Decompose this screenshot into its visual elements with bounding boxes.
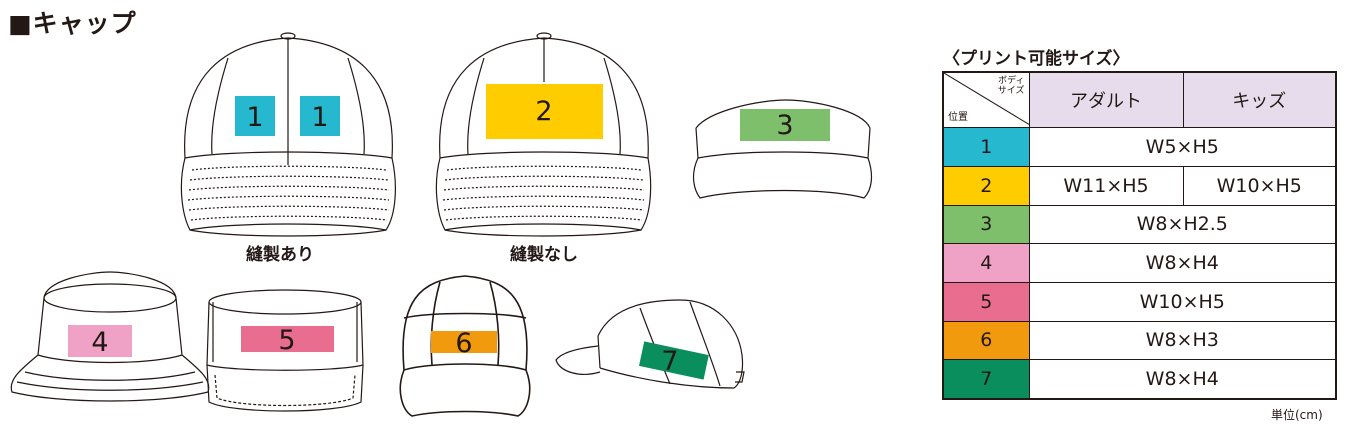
cap-unsewn-illustration — [435, 32, 652, 237]
position-cell: 5 — [942, 281, 1030, 322]
jet-cap-front-illustration — [399, 275, 531, 417]
size-cell-adult: W11×H5 — [1028, 166, 1184, 206]
position-cell: 4 — [942, 243, 1030, 283]
size-cell-kids: W10×H5 — [1182, 166, 1337, 206]
visor-illustration — [692, 99, 873, 199]
table-title: 〈プリント可能サイズ〉 — [943, 49, 1130, 69]
size-cell: W8×H4 — [1028, 243, 1337, 283]
corner-diagonal — [944, 73, 1030, 125]
caption-unsewn: 縫製なし — [510, 245, 578, 265]
position-cell: 2 — [942, 166, 1030, 206]
marker-3-label: 3 — [776, 110, 793, 141]
table-row: 1 W5×H5 — [942, 127, 1337, 168]
print-area-1-left — [235, 96, 275, 136]
table-header-row: ボディ サイズ 位置 アダルト キッズ — [942, 71, 1337, 129]
position-cell: 3 — [942, 204, 1030, 245]
column-header-kids: キッズ — [1182, 71, 1337, 129]
print-area-7 — [639, 341, 709, 380]
bucket-hat-illustration — [10, 271, 210, 402]
corner-position-label: 位置 — [948, 112, 968, 124]
cap-sewn-illustration — [180, 32, 396, 237]
size-cell: W8×H3 — [1028, 320, 1337, 361]
column-header-adult: アダルト — [1028, 71, 1184, 129]
work-cap-illustration — [206, 289, 364, 412]
print-area-6 — [431, 331, 497, 353]
cap-illustrations: 1 1 2 3 4 5 6 7 — [10, 32, 873, 417]
caption-sewn: 縫製あり — [246, 245, 314, 265]
marker-7-label: 7 — [661, 346, 678, 377]
marker-6-label: 6 — [455, 328, 472, 359]
table-row: 5 W10×H5 — [942, 281, 1337, 322]
print-area-2 — [486, 84, 603, 139]
position-cell: 6 — [942, 320, 1030, 361]
size-cell: W8×H2.5 — [1028, 204, 1337, 245]
print-size-table: ボディ サイズ 位置 アダルト キッズ 1 W5×H5 2 W11×H5 W10… — [942, 71, 1337, 400]
print-area-3 — [740, 109, 830, 141]
print-area-4 — [68, 325, 132, 357]
print-area-1-right — [300, 96, 340, 136]
size-cell: W8×H4 — [1028, 359, 1337, 400]
marker-1-right-label: 1 — [311, 102, 328, 133]
size-cell: W5×H5 — [1028, 127, 1337, 168]
table-corner-cell: ボディ サイズ 位置 — [942, 71, 1030, 129]
table-row: 7 W8×H4 — [942, 359, 1337, 400]
marker-1-left-label: 1 — [246, 102, 263, 133]
table-row: 4 W8×H4 — [942, 243, 1337, 283]
table-row: 3 W8×H2.5 — [942, 204, 1337, 245]
table-row: 2 W11×H5 W10×H5 — [942, 166, 1337, 206]
marker-4-label: 4 — [91, 327, 108, 358]
marker-2-label: 2 — [535, 96, 552, 127]
unit-note: 単位(cm) — [1271, 408, 1323, 422]
size-cell: W10×H5 — [1028, 281, 1337, 322]
print-area-5 — [241, 326, 334, 352]
page-title: ■キャップ — [8, 9, 137, 38]
position-cell: 7 — [942, 359, 1030, 400]
position-cell: 1 — [942, 127, 1030, 168]
marker-5-label: 5 — [278, 325, 295, 356]
corner-body-size-label: ボディ サイズ — [997, 76, 1025, 96]
table-row: 6 W8×H3 — [942, 320, 1337, 361]
jet-cap-side-illustration — [555, 299, 745, 389]
